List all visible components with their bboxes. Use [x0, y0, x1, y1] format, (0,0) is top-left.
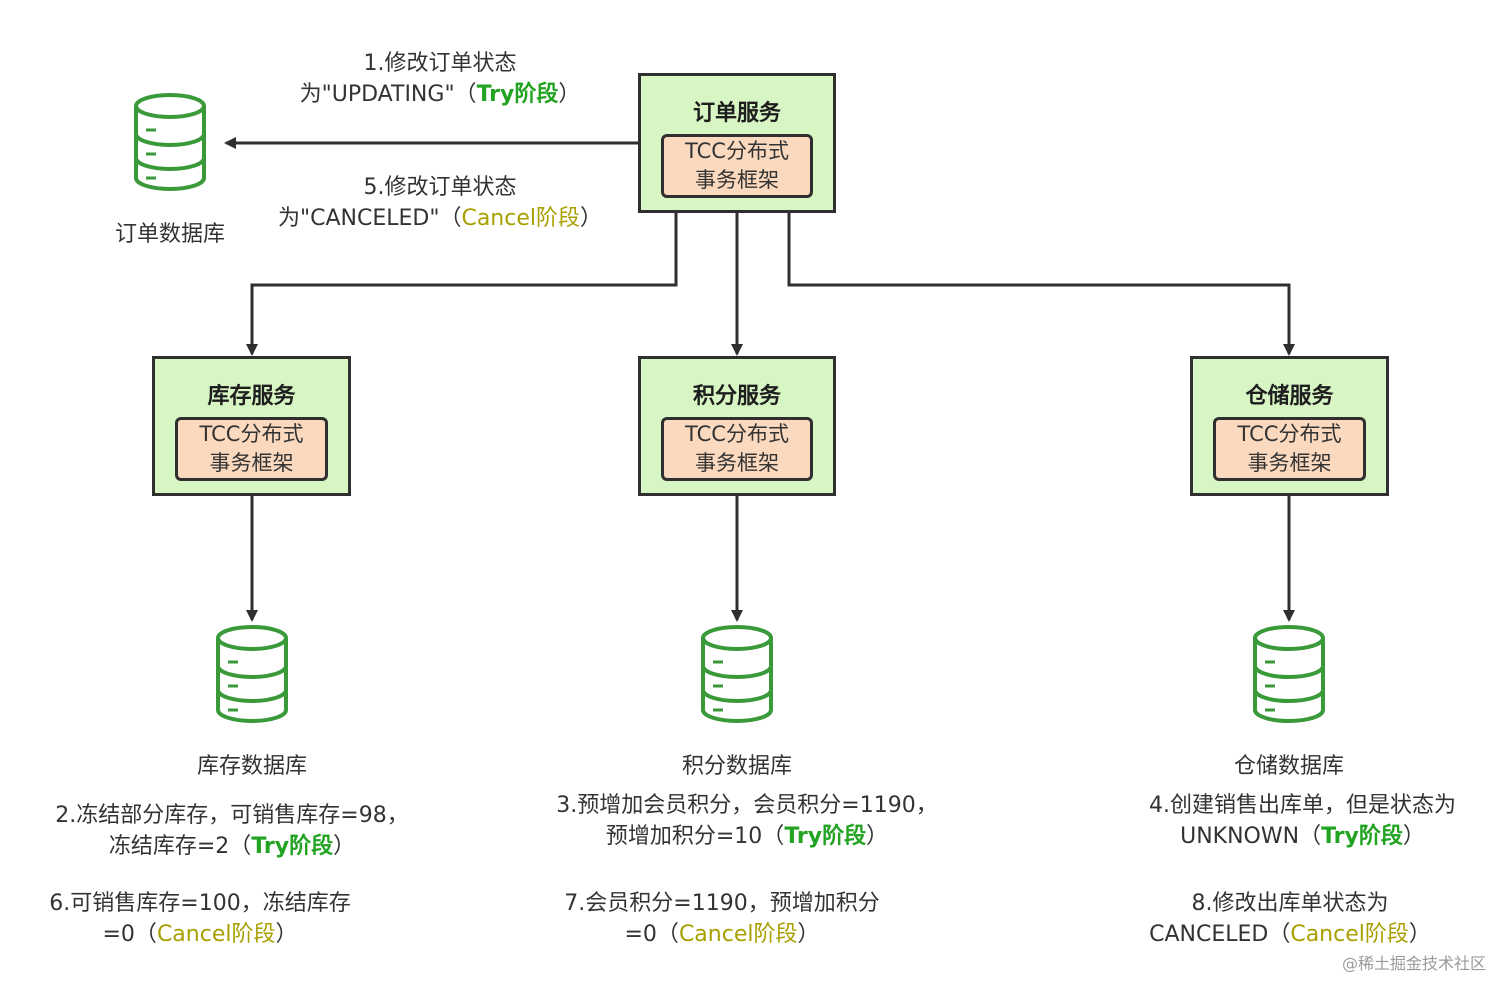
- step-6-line2: =0（Cancel阶段）: [102, 922, 298, 947]
- step-1-note: 1.修改订单状态 为"UPDATING"（Try阶段）: [270, 48, 610, 110]
- warehouse-database-icon: [1253, 624, 1325, 724]
- points-database-label: 积分数据库: [681, 754, 793, 779]
- tcc-framework-box: TCC分布式 事务框架: [1213, 417, 1366, 481]
- step-7-line1: 7.会员积分=1190，预增加积分: [564, 891, 880, 916]
- step-4-line2: UNKNOWN（Try阶段）: [1180, 824, 1425, 849]
- arrow-order-to-warehouse: [787, 213, 1295, 356]
- step-8-line1: 8.修改出库单状态为: [1191, 891, 1389, 916]
- step-2-line2: 冻结库存=2（Try阶段）: [108, 834, 356, 859]
- order-service-title: 订单服务: [692, 101, 781, 126]
- try-stage-label: Try阶段: [1321, 824, 1403, 849]
- tcc-framework-box: TCC分布式 事务框架: [661, 134, 813, 198]
- framework-line2: 事务框架: [695, 451, 779, 475]
- points-database-icon: [701, 624, 773, 724]
- step-2-line1: 2.冻结部分库存，可销售库存=98，: [55, 803, 409, 828]
- order-service-box: 订单服务 TCC分布式 事务框架: [638, 73, 836, 213]
- step-7-note: 7.会员积分=1190，预增加积分 =0（Cancel阶段）: [527, 888, 917, 950]
- order-database-label: 订单数据库: [114, 222, 226, 247]
- watermark: @稀土掘金技术社区: [1341, 954, 1486, 973]
- try-stage-label: Try阶段: [251, 834, 334, 859]
- framework-line2: 事务框架: [209, 451, 294, 475]
- cancel-stage-label: Cancel阶段: [156, 922, 276, 947]
- step-7-line2: =0（Cancel阶段）: [624, 922, 820, 947]
- try-stage-label: Try阶段: [476, 82, 559, 107]
- step-1-line1: 1.修改订单状态: [363, 51, 517, 76]
- inventory-database-label: 库存数据库: [196, 754, 308, 779]
- tcc-framework-box: TCC分布式 事务框架: [661, 417, 813, 481]
- step-6-line1: 6.可销售库存=100，冻结库存: [49, 891, 351, 916]
- step-6-note: 6.可销售库存=100，冻结库存 =0（Cancel阶段）: [10, 888, 390, 950]
- step-3-line2: 预增加积分=10（Try阶段）: [605, 824, 889, 849]
- framework-line2: 事务框架: [695, 168, 779, 192]
- try-stage-label: Try阶段: [784, 824, 867, 849]
- step-1-line2: 为"UPDATING"（Try阶段）: [299, 82, 581, 107]
- framework-line1: TCC分布式: [685, 139, 789, 163]
- inventory-service-title: 库存服务: [207, 384, 296, 409]
- points-service-title: 积分服务: [692, 384, 781, 409]
- tcc-framework-box: TCC分布式 事务框架: [175, 417, 328, 481]
- step-5-note: 5.修改订单状态 为"CANCELED"（Cancel阶段）: [250, 172, 630, 234]
- arrow-order-to-inventory: [246, 213, 678, 356]
- cancel-stage-label: Cancel阶段: [678, 922, 798, 947]
- step-4-note: 4.创建销售出库单，但是状态为 UNKNOWN（Try阶段）: [1105, 790, 1500, 852]
- inventory-database-icon: [216, 624, 288, 724]
- cancel-stage-label: Cancel阶段: [461, 206, 580, 231]
- warehouse-service-box: 仓储服务 TCC分布式 事务框架: [1190, 356, 1389, 496]
- warehouse-service-title: 仓储服务: [1245, 384, 1334, 409]
- step-5-line1: 5.修改订单状态: [363, 175, 517, 200]
- framework-line2: 事务框架: [1247, 451, 1332, 475]
- step-3-note: 3.预增加会员积分，会员积分=1190， 预增加积分=10（Try阶段）: [527, 790, 967, 852]
- framework-line1: TCC分布式: [1237, 422, 1342, 446]
- step-4-line1: 4.创建销售出库单，但是状态为: [1149, 793, 1456, 818]
- step-8-line2: CANCELED（Cancel阶段）: [1149, 922, 1431, 947]
- framework-line1: TCC分布式: [685, 422, 789, 446]
- order-database-icon: [134, 92, 206, 192]
- framework-line1: TCC分布式: [199, 422, 304, 446]
- step-8-note: 8.修改出库单状态为 CANCELED（Cancel阶段）: [1110, 888, 1470, 950]
- step-5-line2: 为"CANCELED"（Cancel阶段）: [277, 206, 602, 231]
- warehouse-database-label: 仓储数据库: [1233, 754, 1345, 779]
- points-service-box: 积分服务 TCC分布式 事务框架: [638, 356, 836, 496]
- step-3-line1: 3.预增加会员积分，会员积分=1190，: [556, 793, 938, 818]
- step-2-note: 2.冻结部分库存，可销售库存=98， 冻结库存=2（Try阶段）: [22, 800, 442, 862]
- cancel-stage-label: Cancel阶段: [1290, 922, 1409, 947]
- inventory-service-box: 库存服务 TCC分布式 事务框架: [152, 356, 351, 496]
